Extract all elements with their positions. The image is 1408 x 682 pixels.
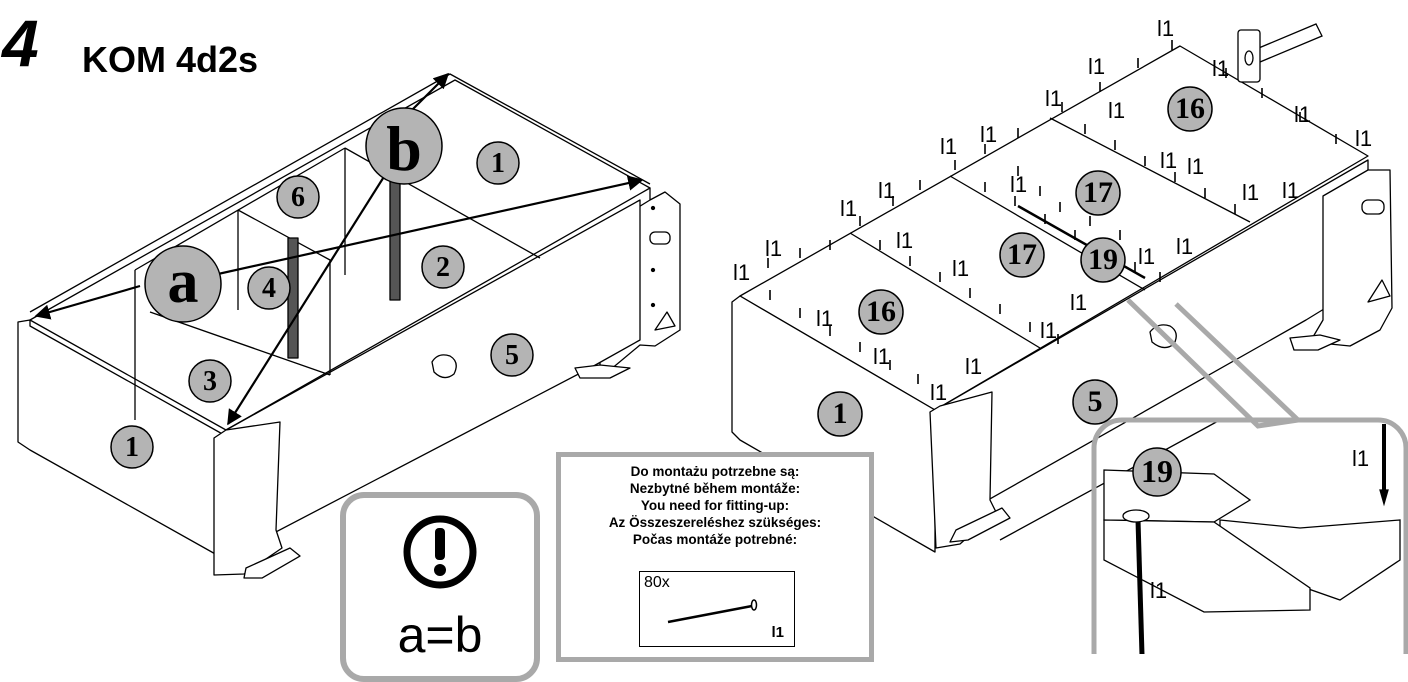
nail-label: l1	[873, 344, 891, 369]
nail-label: l1	[1150, 578, 1168, 603]
requirement-line-sk: Počas montáže potrebné:	[632, 532, 798, 547]
assembly-step-sheet: 4 KOM 4d2s	[2, 6, 1408, 682]
nail-label: l1	[733, 260, 751, 285]
nail-label: l1	[1294, 102, 1312, 127]
nail-label: l1	[816, 306, 834, 331]
nail-label: l1	[1138, 244, 1156, 269]
nail-label: l1	[965, 354, 983, 379]
nail-label: l1	[930, 380, 948, 405]
hardware-code: l1	[771, 624, 784, 641]
nail-label: l1	[1157, 16, 1175, 41]
model-title: KOM 4d2s	[82, 39, 259, 80]
nail-label: l1	[1187, 154, 1205, 179]
nail-label: l1	[1040, 318, 1058, 343]
nail-label: l1	[1010, 172, 1028, 197]
nail-label: l1	[1160, 148, 1178, 173]
hammer-icon	[1237, 23, 1323, 83]
requirement-line-pl: Do montażu potrzebne są:	[630, 464, 800, 479]
requirement-line-hu: Az Összeszereléshez szükséges:	[608, 515, 822, 530]
nail-icon	[667, 599, 758, 624]
nail-label: l1	[940, 134, 958, 159]
requirements-box: Do montażu potrzebne są: Nezbytné během …	[556, 452, 874, 662]
requirements-text: Do montażu potrzebne są: Nezbytné během …	[561, 463, 869, 548]
nail-label: l1	[1212, 56, 1230, 81]
hardware-quantity: 80x	[644, 574, 670, 591]
nail-label: l1	[765, 236, 783, 261]
nail-label: l1	[1108, 98, 1126, 123]
nail-label: l1	[1242, 180, 1260, 205]
requirement-line-cz: Nezbytné během montáže:	[629, 481, 801, 496]
nail-label: l1	[840, 196, 858, 221]
exclamation-icon	[403, 515, 477, 589]
nail-label: l1	[1355, 126, 1373, 151]
nail-label: l1	[1070, 290, 1088, 315]
nail-label: l1	[1282, 178, 1300, 203]
nail-label: l1	[952, 256, 970, 281]
nail-label: l1	[896, 228, 914, 253]
notice-box: a=b	[340, 492, 540, 682]
detail-callout	[1091, 298, 1408, 654]
step-number: 4	[2, 6, 39, 80]
nail-label: l1	[1176, 234, 1194, 259]
nail-label: l1	[1045, 86, 1063, 111]
nail-label: l1	[1088, 54, 1106, 79]
requirement-line-en: You need for fitting-up:	[640, 498, 790, 513]
nail-label: l1	[1352, 446, 1370, 471]
nail-label: l1	[980, 122, 998, 147]
hardware-box: 80x l1	[639, 571, 795, 647]
nail-label: l1	[878, 178, 896, 203]
equation-text: a=b	[397, 607, 483, 663]
